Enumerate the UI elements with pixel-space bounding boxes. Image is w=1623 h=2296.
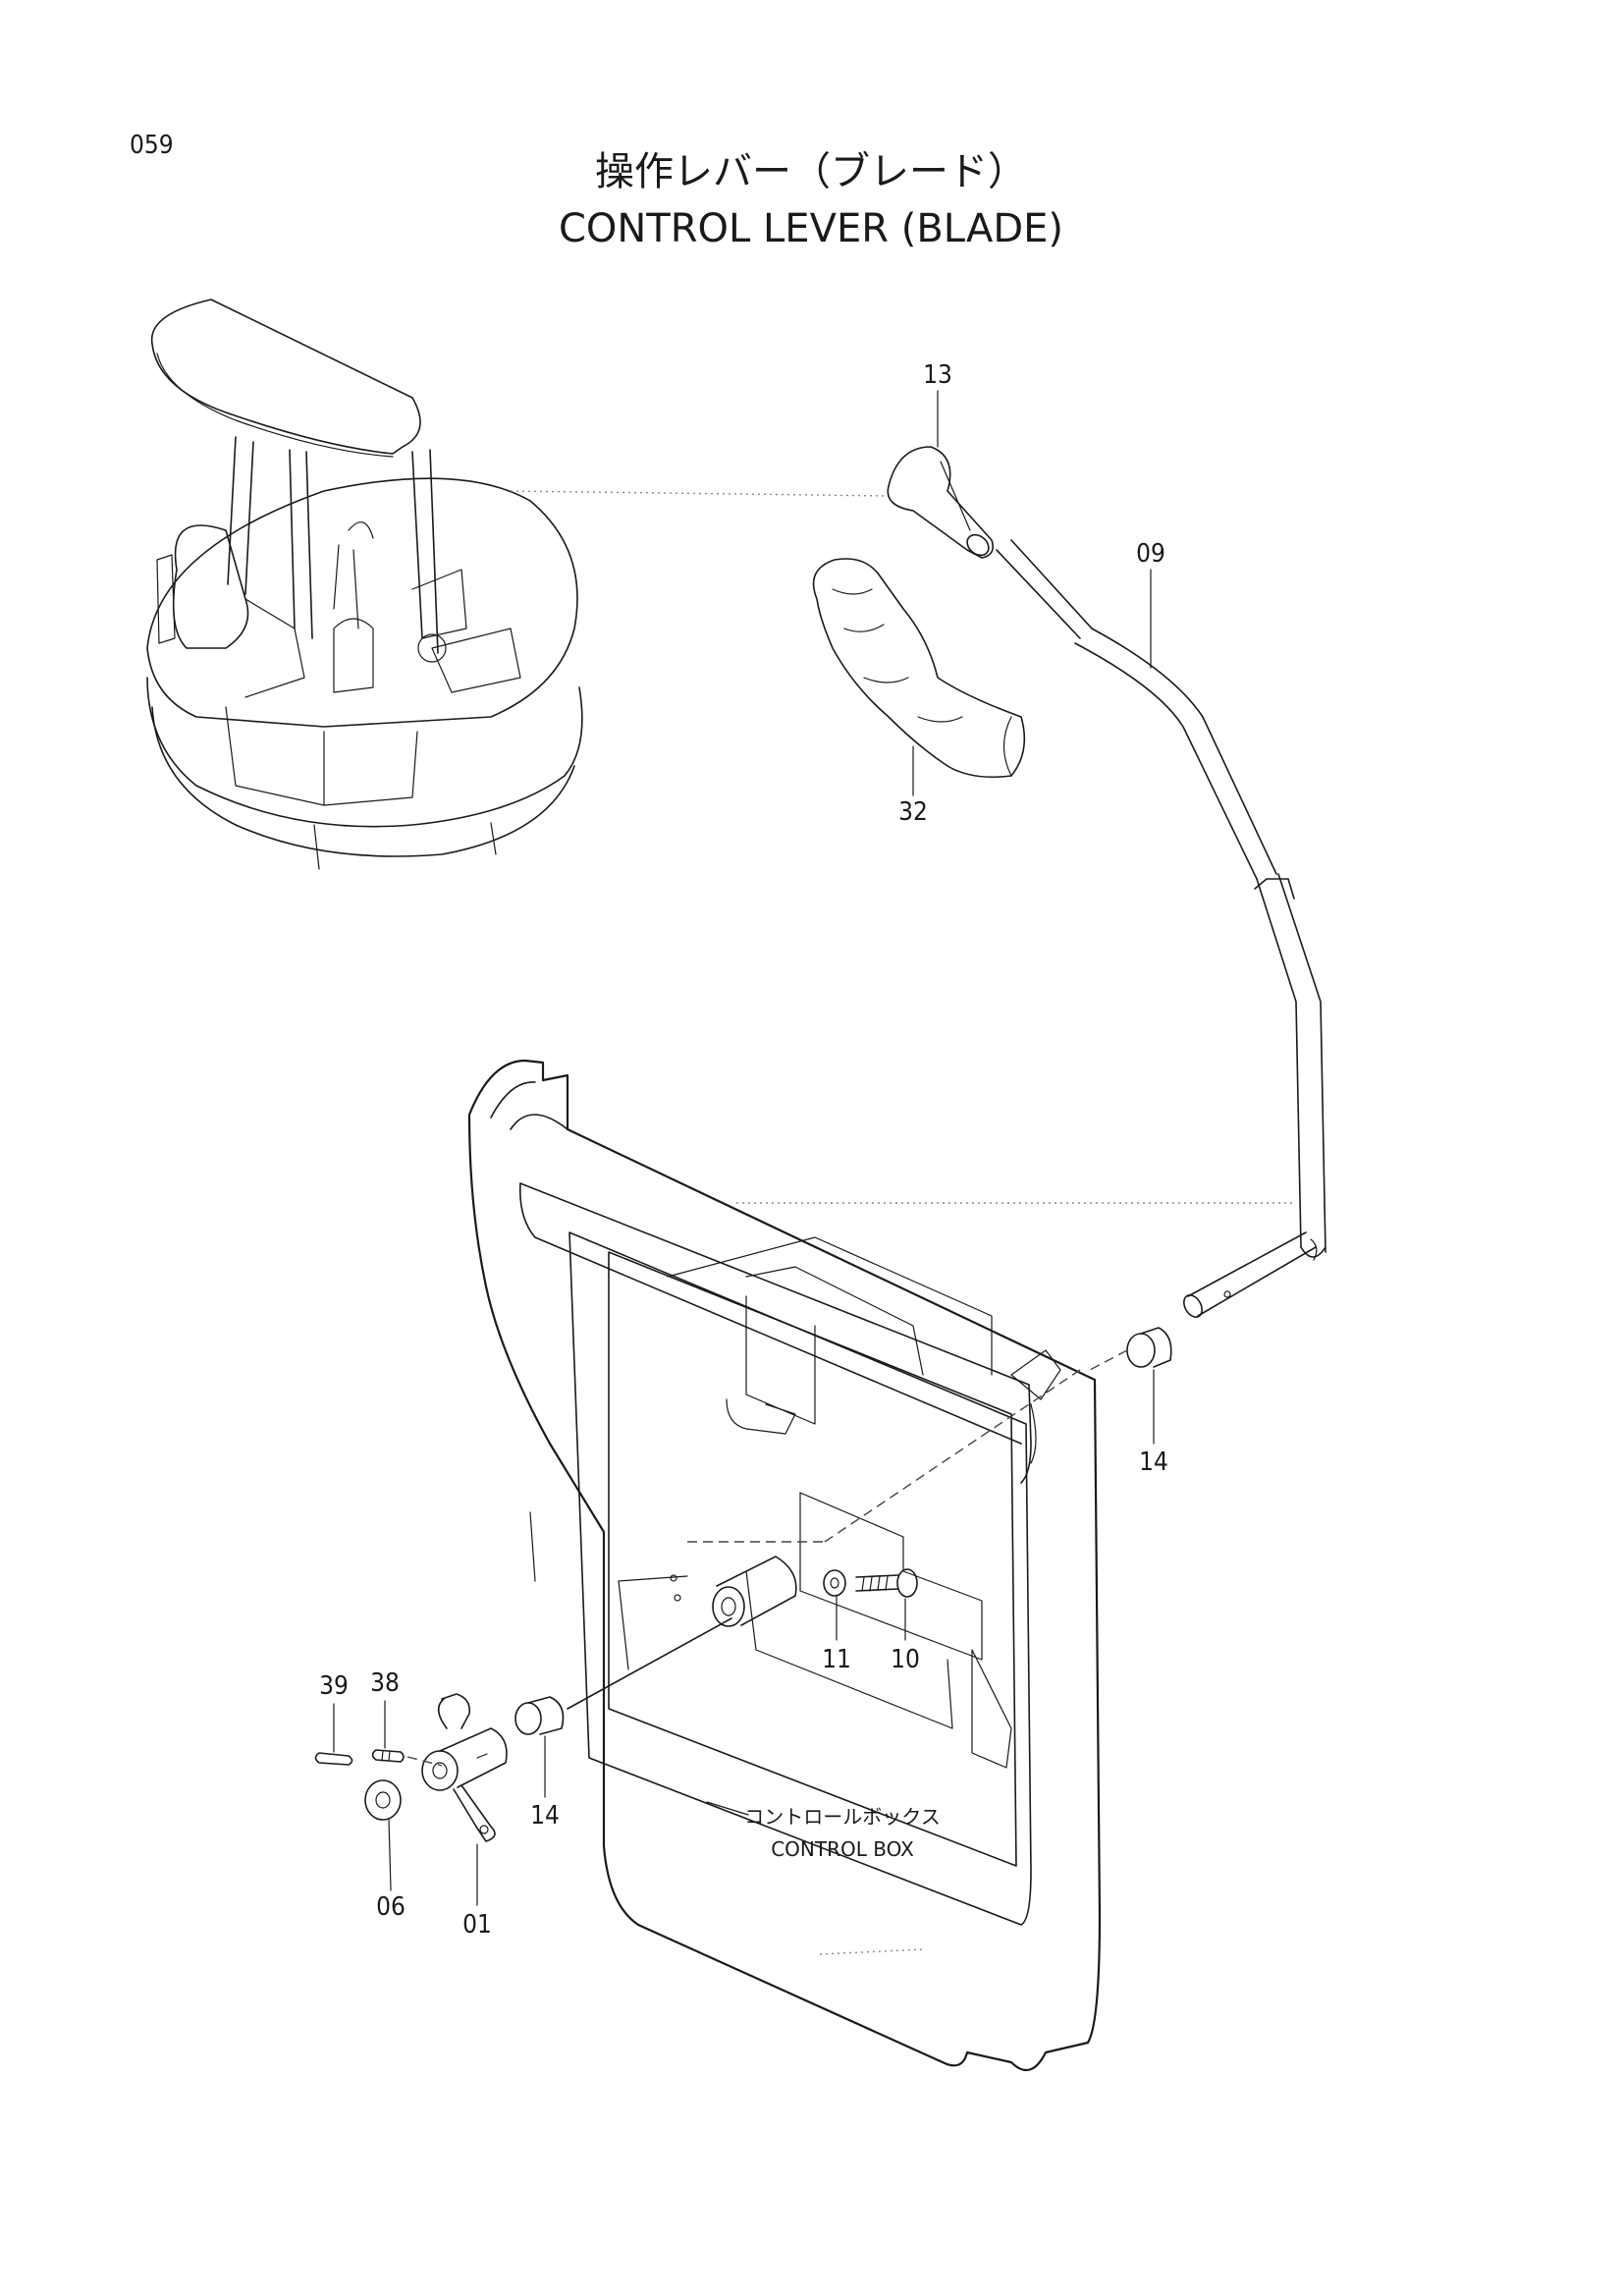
- pin-axis: [406, 1756, 443, 1767]
- machine-overview: [146, 299, 583, 870]
- part-label-38: 38: [370, 1668, 400, 1698]
- part-label-14-lower: 14: [530, 1801, 560, 1831]
- pin-38-part: [371, 1749, 405, 1763]
- title-japanese: 操作レバー（ブレード）: [595, 149, 1027, 194]
- leader-06: [388, 1818, 392, 1891]
- bracket-01-part: [421, 1693, 508, 1842]
- part-label-06: 06: [376, 1892, 406, 1922]
- washer-part: [823, 1569, 846, 1597]
- leader-box-bottom: [819, 1948, 924, 1955]
- leader-control-box: [706, 1801, 749, 1816]
- control-box-label-en: CONTROL BOX: [771, 1837, 914, 1861]
- page-number: 059: [130, 131, 174, 160]
- leader-machine-knob: [510, 490, 890, 497]
- title-english: CONTROL LEVER (BLADE): [559, 206, 1063, 251]
- part-label-32: 32: [898, 797, 928, 827]
- part-label-01: 01: [462, 1910, 492, 1940]
- lever-part: [996, 539, 1326, 1318]
- washer-06-part: [364, 1779, 402, 1821]
- part-label-39: 39: [319, 1671, 349, 1701]
- part-label-14-upper: 14: [1139, 1448, 1168, 1477]
- control-box-label-jp: コントロールボックス: [744, 1805, 940, 1829]
- part-label-10: 10: [891, 1645, 920, 1674]
- knob-part: [887, 446, 995, 559]
- control-box: [467, 1059, 1102, 2072]
- part-label-13: 13: [923, 360, 952, 390]
- bushing-upper-part: [1089, 1327, 1172, 1371]
- part-label-09: 09: [1136, 539, 1165, 569]
- bushing-lower-part: [514, 1617, 732, 1735]
- bolt-part: [855, 1568, 918, 1598]
- boot-part: [812, 558, 1026, 779]
- pin-39-part: [314, 1752, 353, 1766]
- part-label-11: 11: [822, 1645, 851, 1674]
